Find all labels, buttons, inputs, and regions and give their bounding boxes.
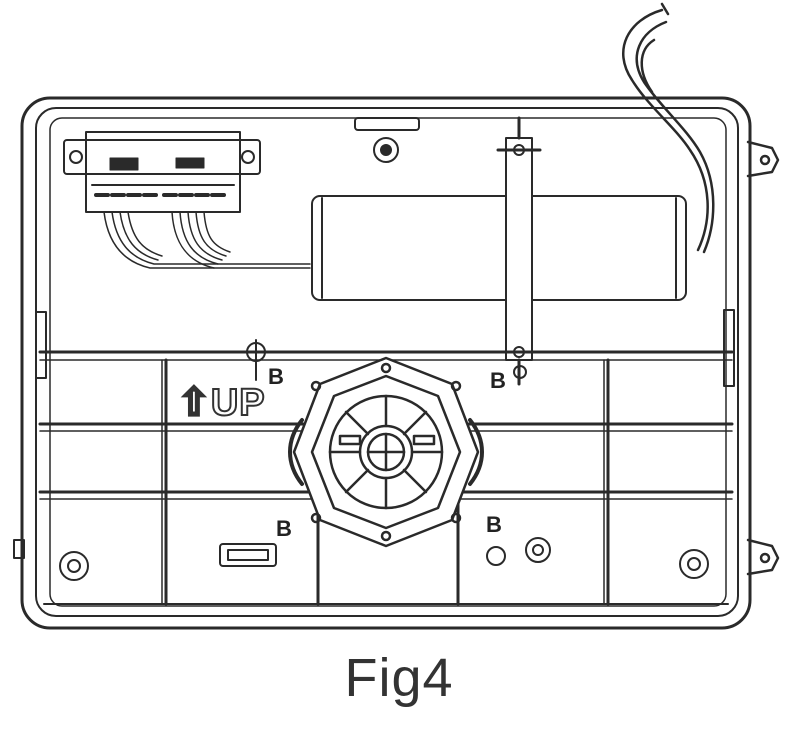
callout-b-top-left: B (268, 364, 284, 389)
edge-tab (13, 539, 25, 559)
terminal-block-icon (63, 131, 261, 213)
capacitor-icon (311, 195, 687, 301)
top-screw-icon (354, 117, 420, 163)
screw-icon (59, 339, 709, 581)
mounting-ear-top (746, 140, 780, 178)
callout-b-top-right: B (490, 368, 506, 393)
mount-plate-icon (288, 356, 484, 548)
housing-outline (20, 96, 752, 630)
callout-b-bottom-right: B (486, 512, 502, 537)
figure-caption: Fig4 (344, 648, 454, 708)
side-latch-left (35, 311, 47, 379)
side-latch-right (723, 309, 735, 387)
mounting-strap (496, 116, 542, 386)
up-orientation-label: ⇧UP (177, 382, 266, 424)
mounting-ear-bottom (746, 538, 780, 576)
battery-slot (219, 543, 277, 567)
ribbon-wires (103, 211, 311, 269)
power-cable (622, 2, 715, 254)
callout-b-bottom-left: B (276, 516, 292, 541)
